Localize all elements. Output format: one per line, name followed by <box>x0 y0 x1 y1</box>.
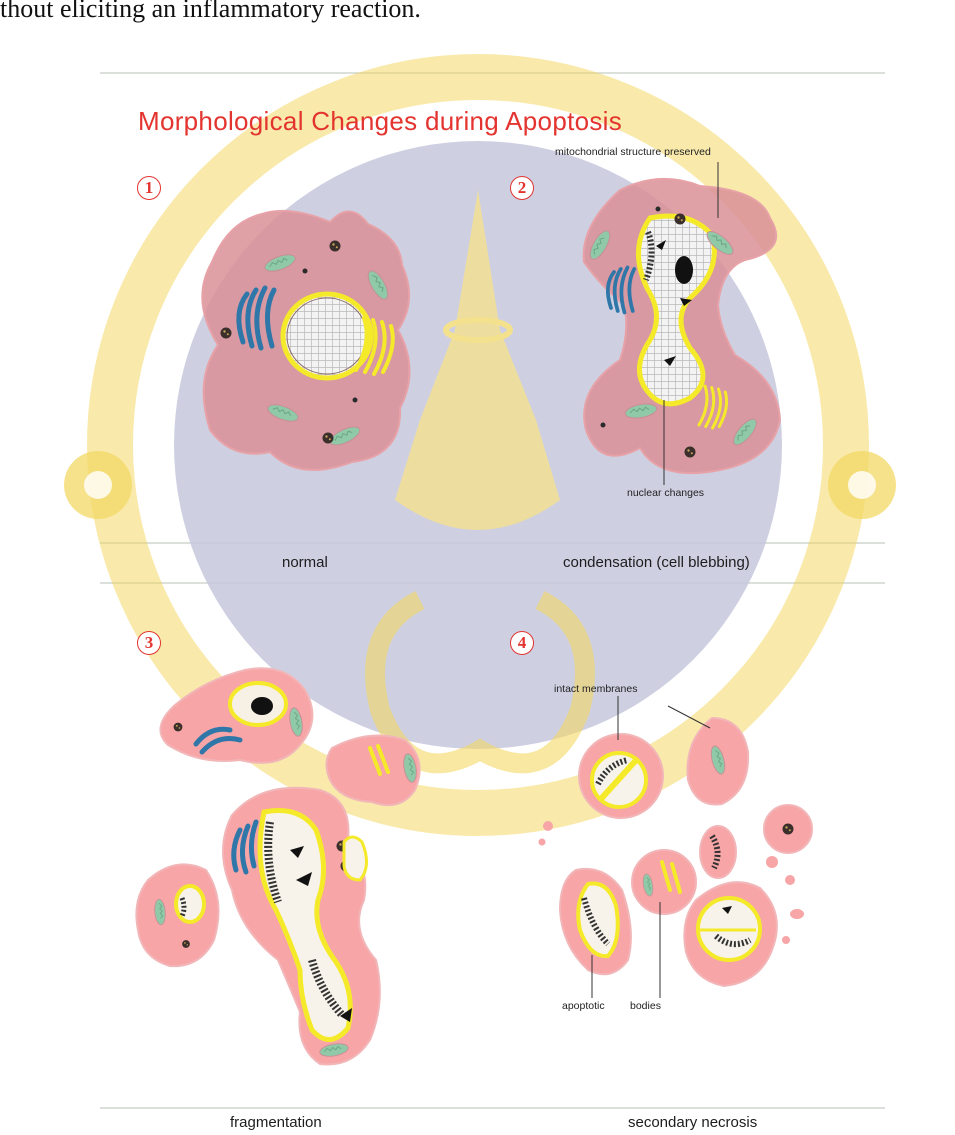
annotation-mitochondrial: mitochondrial structure preserved <box>555 146 711 158</box>
figure-title: Morphological Changes during Apoptosis <box>138 106 622 137</box>
caption-condensation: condensation (cell blebbing) <box>563 554 750 571</box>
annotation-nuclear-changes: nuclear changes <box>627 487 704 499</box>
caption-secondary-necrosis: secondary necrosis <box>628 1114 757 1131</box>
annotation-bodies: bodies <box>630 1000 661 1012</box>
caption-normal: normal <box>282 554 328 571</box>
panel-number-1: 1 <box>137 176 161 200</box>
lead-text: thout eliciting an inflammatory reaction… <box>0 0 421 24</box>
caption-fragmentation: fragmentation <box>230 1114 322 1131</box>
panel-number-4: 4 <box>510 631 534 655</box>
annotation-intact-membranes: intact membranes <box>554 683 637 695</box>
panel-number-3: 3 <box>137 631 161 655</box>
cell-normal <box>202 211 409 470</box>
panel-number-2: 2 <box>510 176 534 200</box>
annotation-apoptotic: apoptotic <box>562 1000 605 1012</box>
